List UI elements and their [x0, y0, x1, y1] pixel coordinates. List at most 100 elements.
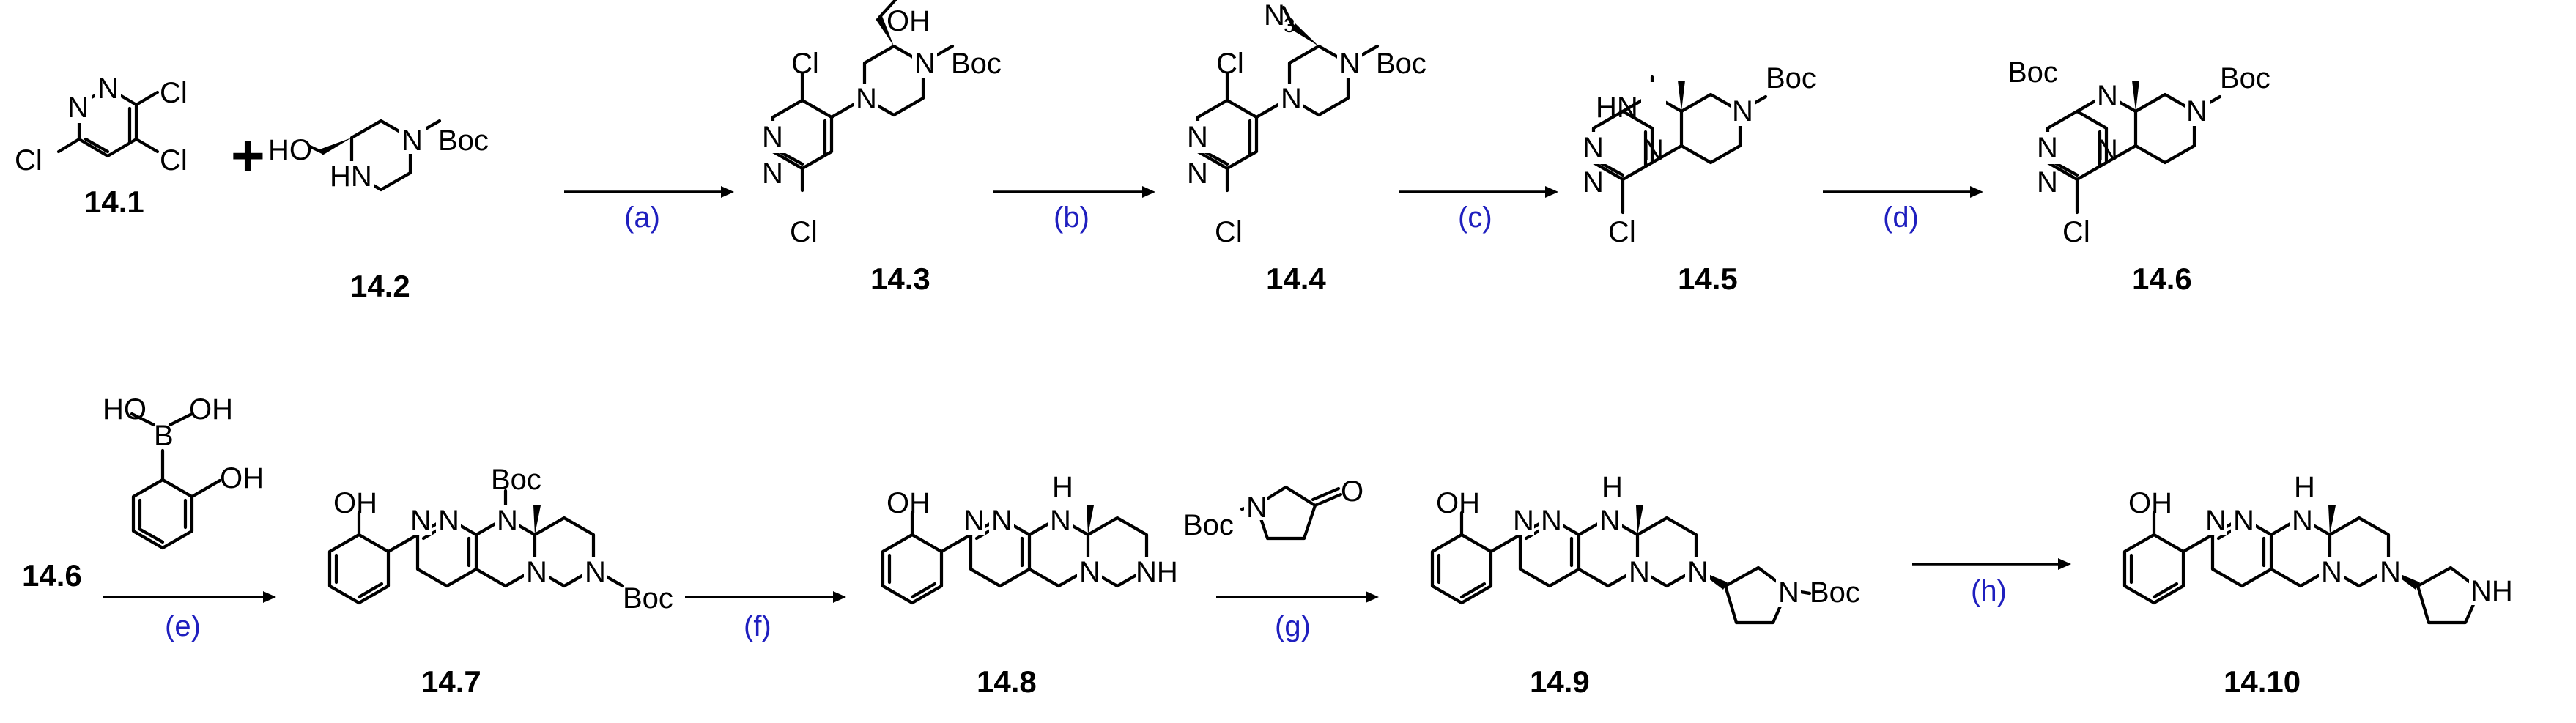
starting-material-label: 14.6 [22, 558, 82, 593]
compound-14-6-structure: N N N Boc N N Boc Cl [2007, 56, 2270, 248]
atom-n: N [1643, 134, 1664, 166]
atom-n: N [1778, 576, 1799, 609]
condition-label: (f) [744, 610, 771, 642]
compound-14-7-structure: N N N Boc N N Boc OH [327, 464, 673, 615]
atom-n: N [1187, 157, 1208, 190]
compound-label: 14.4 [1266, 262, 1326, 296]
atom-h: H [1602, 471, 1623, 503]
compound-label: 14.1 [84, 185, 144, 219]
atom-n: N [1246, 492, 1267, 524]
condition-label: (h) [1971, 575, 2007, 607]
atom-n: N [1599, 505, 1621, 537]
compound-label: 14.10 [2224, 664, 2301, 699]
compound-14-9-structure: N N N H N N N Boc OH [1430, 471, 1860, 625]
atom-boc: Boc [1810, 576, 1860, 609]
compound-label: 14.6 [2132, 262, 2192, 296]
atom-oh: OH [887, 5, 930, 37]
atom-n: N [914, 48, 936, 80]
atom-cl: Cl [1608, 216, 1636, 248]
atom-oh: OH [333, 487, 377, 519]
atom-boc: Boc [491, 464, 541, 496]
atom-n: N [2205, 505, 2227, 537]
atom-oh: OH [220, 462, 264, 494]
compound-label: 14.7 [421, 664, 481, 699]
atom-n: N [2186, 95, 2207, 127]
atom-cl: Cl [15, 144, 42, 177]
arrowhead [1142, 186, 1155, 198]
atom-n: N [2097, 80, 2118, 112]
condition-label: (a) [624, 201, 660, 234]
atom-boc: Boc [951, 48, 1002, 80]
arrowhead [2058, 558, 2071, 570]
condition-label: (d) [1883, 201, 1919, 234]
atom-n: N [401, 125, 423, 157]
atom-ho: HO [103, 393, 147, 426]
atom-n: N [1079, 556, 1100, 588]
atom-oh: OH [189, 393, 233, 426]
compound-14-4-structure: N N Cl Cl N N Boc N 3 [1187, 0, 1426, 248]
atom-n: N [762, 157, 783, 190]
compound-14-3-structure: N N Cl Cl N N Boc OH [762, 0, 1002, 248]
atom-n: N [1187, 121, 1208, 153]
atom-cl: Cl [160, 144, 188, 177]
atom-n: N [410, 505, 432, 537]
atom-n: N [1050, 505, 1071, 537]
atom-b: B [154, 420, 174, 452]
atom-n: N [585, 556, 606, 588]
compound-label: 14.9 [1530, 664, 1590, 699]
atom-hn: HN [1596, 92, 1638, 124]
compound-14-10-structure: N N N H N N NH OH [2122, 471, 2516, 625]
arrowhead [1545, 186, 1558, 198]
condition-label: (g) [1275, 610, 1311, 642]
compound-14-1-structure: N N Cl Cl Cl [15, 70, 188, 177]
atom-oh: OH [2128, 487, 2172, 519]
compound-label: 14.5 [1678, 262, 1738, 296]
condition-label: (c) [1458, 201, 1492, 234]
arrowhead [263, 591, 276, 603]
atom-n: N [963, 505, 985, 537]
compound-14-8-structure: N N N H N NH OH [881, 471, 1178, 605]
atom-n: N [2037, 166, 2058, 199]
atom-n: N [2097, 134, 2118, 166]
compound-label: 14.8 [977, 664, 1037, 699]
atom-n: N [1687, 556, 1709, 588]
atom-boc: Boc [2007, 56, 2058, 89]
atom-cl: Cl [1215, 216, 1243, 248]
atom-n: N [2380, 556, 2401, 588]
arrowhead [721, 186, 734, 198]
atom-oh: OH [1436, 487, 1480, 519]
atom-n: N [438, 505, 459, 537]
atom-n: N [1541, 505, 1562, 537]
compound-14-2-structure: N Boc HN HO [268, 119, 489, 193]
atom-n: N [67, 92, 89, 124]
atom-n: N [1583, 132, 1604, 164]
atom-n: N [856, 83, 877, 115]
atom-n: N [1513, 505, 1534, 537]
atom-cl: Cl [1216, 48, 1244, 80]
atom-boc: Boc [1766, 62, 1816, 94]
atom-n: N [991, 505, 1013, 537]
condition-label: (b) [1054, 201, 1089, 234]
boronic-acid-reagent: B HO OH OH [103, 393, 264, 550]
compound-label: 14.3 [870, 262, 930, 296]
atom-cl: Cl [160, 77, 188, 109]
compound-label: 14.2 [350, 269, 410, 303]
atom-boc: Boc [438, 125, 489, 157]
atom-azide-n: N [1264, 0, 1285, 31]
atom-boc: Boc [1376, 48, 1426, 80]
atom-boc: Boc [1183, 509, 1234, 541]
arrowhead [1970, 186, 1983, 198]
atom-boc: Boc [2220, 62, 2270, 94]
atom-cl: Cl [791, 48, 819, 80]
atom-n: N [2233, 505, 2254, 537]
atom-n: N [2037, 132, 2058, 164]
atom-ho: HO [268, 134, 312, 166]
atom-h: H [1052, 471, 1073, 503]
plus-sign: + [231, 123, 265, 188]
atom-hn: HN [330, 160, 372, 193]
atom-o: O [1341, 475, 1363, 508]
atom-n: N [2321, 556, 2342, 588]
atom-n: N [497, 505, 518, 537]
condition-label: (e) [165, 610, 201, 642]
